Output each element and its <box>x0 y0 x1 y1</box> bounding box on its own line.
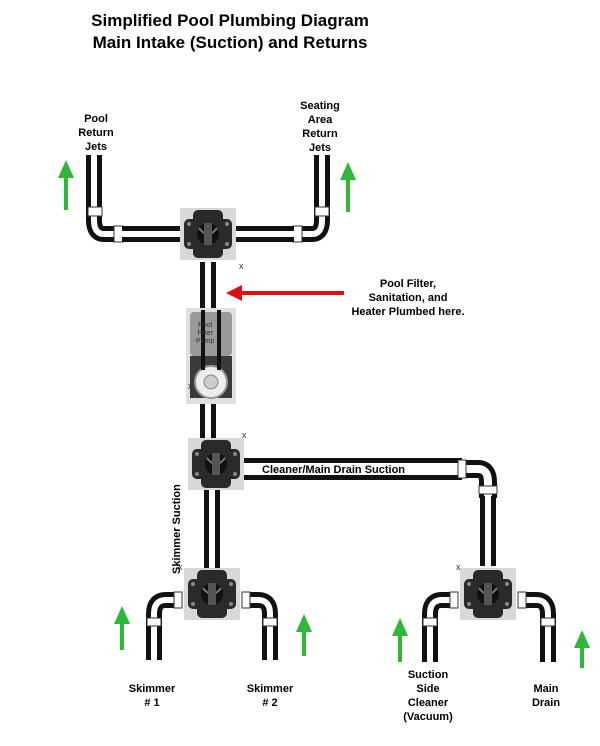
svg-text:x: x <box>188 381 193 391</box>
svg-text:x: x <box>178 562 183 572</box>
suction-side-cleaner-pipe <box>422 591 459 662</box>
drain-valve-icon <box>459 567 517 621</box>
pool-return-pipe <box>86 155 124 243</box>
main-drain-label: Main Drain <box>531 683 561 709</box>
up-arrow-icon <box>58 160 74 210</box>
seating-return-pipe <box>292 155 330 243</box>
svg-text:x: x <box>456 562 461 572</box>
pump-label: Pool Filter Pump <box>196 322 215 345</box>
cleaner-main-drain-suction-label: Cleaner/Main Drain Suction <box>262 464 406 476</box>
svg-text:x: x <box>239 261 244 271</box>
pump-icon <box>186 308 236 404</box>
left-arrow-icon <box>226 285 344 301</box>
seating-area-return-jets-label: Seating Area Return Jets <box>300 100 340 154</box>
filter-note-label: Pool Filter, Sanitation, and Heater Plum… <box>351 278 465 318</box>
skimmer-2-pipe <box>241 591 278 660</box>
diagram-title-line-2: Main Intake (Suction) and Returns <box>92 33 368 52</box>
skimmer-valve-icon <box>183 567 241 621</box>
suction-side-cleaner-label: Suction Side Cleaner (Vacuum) <box>403 669 453 723</box>
skimmer-1-pipe <box>146 591 183 660</box>
svg-text:x: x <box>242 430 247 440</box>
pool-return-jets-label: Pool Return Jets <box>78 113 114 153</box>
main-drain-pipe <box>517 591 556 662</box>
return-valve-icon <box>179 207 237 261</box>
up-arrow-icon <box>392 618 408 662</box>
skimmer-2-label: Skimmer # 2 <box>246 683 294 709</box>
cleaner-suction-elbow <box>457 459 498 498</box>
up-arrow-icon <box>114 606 130 650</box>
diagram-title-line-1: Simplified Pool Plumbing Diagram <box>91 11 369 30</box>
up-arrow-icon <box>340 162 356 212</box>
suction-valve-icon <box>187 437 245 491</box>
up-arrow-icon <box>296 614 312 656</box>
skimmer-suction-label: Skimmer Suction <box>171 484 183 574</box>
skimmer-1-label: Skimmer # 1 <box>128 683 176 709</box>
up-arrow-icon <box>574 630 590 668</box>
